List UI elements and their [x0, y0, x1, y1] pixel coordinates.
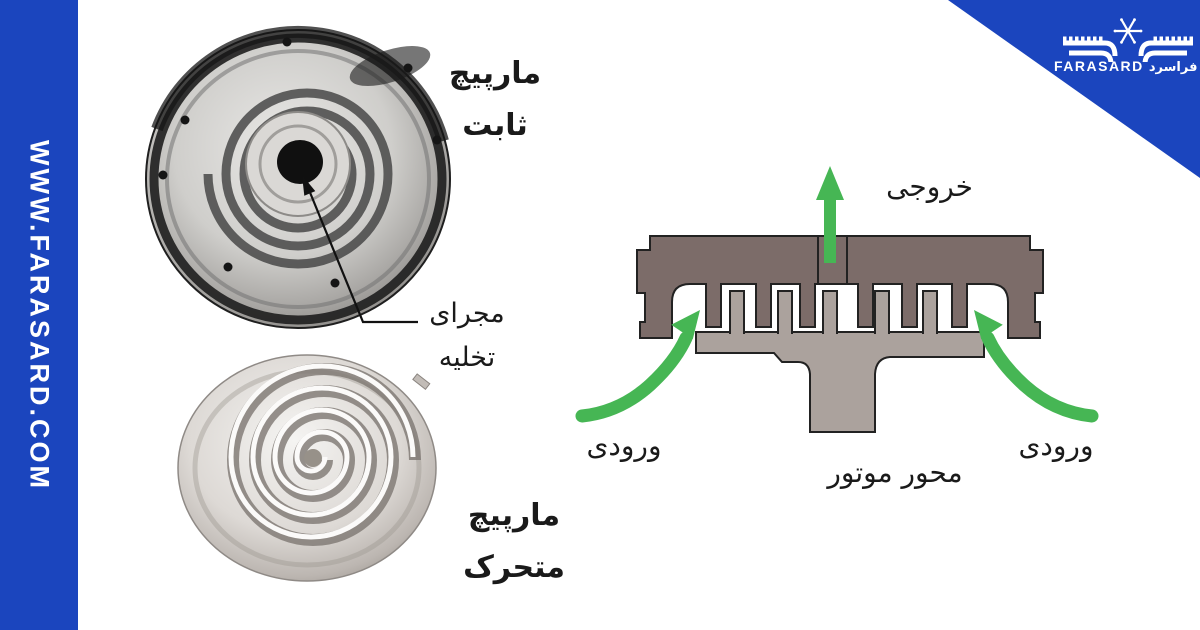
label-fixed-scroll-line1: مارپیچ: [448, 56, 542, 91]
label-motor-shaft: محور موتور: [827, 456, 963, 489]
inlet-arrow-right-icon: [974, 310, 1099, 423]
label-discharge-port: مجرای تخلیه: [406, 292, 528, 380]
label-fixed-scroll-line2: ثابت: [462, 108, 528, 143]
outlet-arrow-icon: [816, 166, 844, 263]
hub-ring: [258, 124, 338, 204]
discharge-hole: [277, 140, 323, 184]
pointer-path: [307, 189, 418, 324]
gear-wing-right-teeth: [1153, 36, 1193, 42]
moving-scroll-section: [695, 331, 985, 433]
label-discharge-line1: مجرای: [429, 298, 505, 329]
label-moving-scroll-line2: متحرک: [463, 550, 565, 585]
gear-wing-right-icon: [1138, 40, 1193, 62]
outer-rim: [149, 33, 447, 325]
brand-logo: [1063, 18, 1193, 62]
inner-rim: [165, 49, 431, 309]
label-moving-scroll: مارپیچ متحرک: [438, 490, 590, 594]
bolt-holes: [158, 37, 442, 288]
label-inlet-left: ورودی: [586, 429, 662, 462]
sidebar-brand-bar: WWW.FARASARD.COM: [0, 0, 78, 630]
gear-wing-left-teeth: [1063, 36, 1103, 42]
spiral-wall-highlight: [228, 363, 416, 540]
label-outlet: خروجی: [886, 170, 973, 203]
label-discharge-line2: تخلیه: [438, 342, 496, 373]
snowflake-icon: [1113, 18, 1143, 44]
snowflake-tips: [1113, 18, 1143, 44]
moving-scroll-photo: [177, 354, 437, 582]
label-inlet-right: ورودی: [1018, 429, 1094, 462]
discharge-channel: [817, 236, 848, 283]
edge-tab: [412, 373, 431, 390]
center-stub: [304, 449, 322, 467]
fixed-scroll-photo: [145, 25, 451, 329]
top-shadow-arc: [151, 25, 449, 143]
brand-wordmark: FARASARD فراسرد: [1054, 56, 1198, 75]
mount-feature: [349, 45, 431, 87]
website-url: WWW.FARASARD.COM: [24, 139, 55, 491]
moving-scroll-teeth: [729, 290, 938, 334]
scroll-section-diagram: [575, 166, 1099, 433]
pointer-arrowhead: [302, 175, 316, 196]
label-fixed-scroll: مارپیچ ثابت: [420, 48, 570, 152]
fixed-scroll-section: [636, 235, 1044, 339]
gear-wing-left-icon: [1063, 40, 1118, 62]
fixed-scroll-teeth: [705, 283, 968, 328]
label-moving-scroll-line1: مارپیچ: [467, 498, 561, 533]
inlet-arrow-left-icon: [575, 310, 700, 423]
brand-name-latin: FARASARD: [1054, 58, 1144, 74]
brand-name-persian: فراسرد: [1148, 60, 1198, 75]
pointer-line: [302, 175, 418, 324]
